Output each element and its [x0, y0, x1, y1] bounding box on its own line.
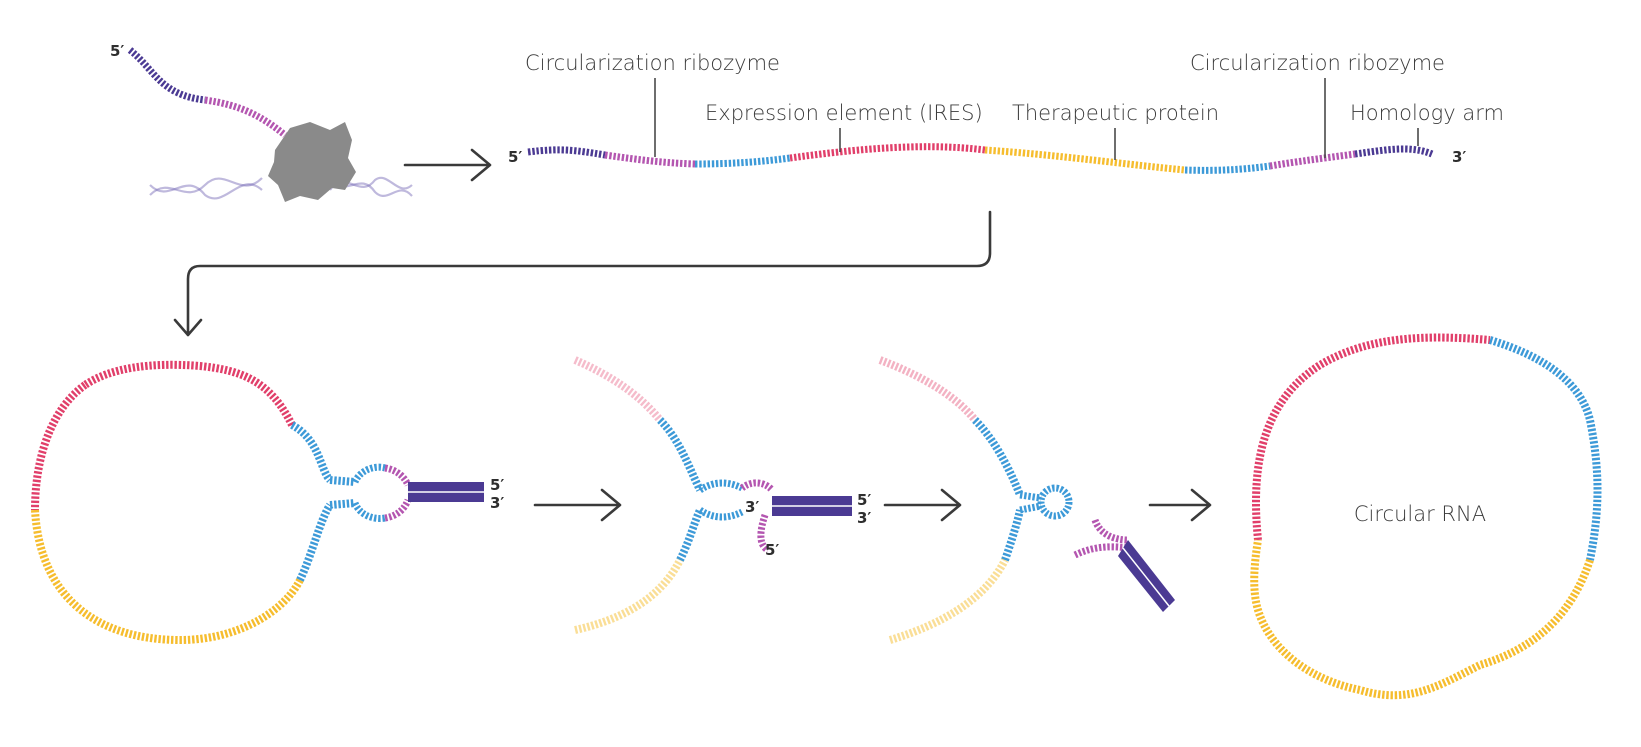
- arrow-icon: [533, 488, 622, 522]
- three-prime-label: 3′: [857, 509, 871, 527]
- rna-polymerase-icon: [268, 122, 356, 202]
- cleavage-step-2: [878, 356, 1212, 644]
- five-prime-label: 5′: [857, 491, 871, 509]
- three-prime-label: 3′: [1452, 148, 1466, 166]
- label-circular-rna: Circular RNA: [1354, 502, 1486, 526]
- five-prime-label: 5′: [110, 42, 124, 60]
- transcription-panel: 5′: [110, 42, 492, 202]
- five-prime-label: 5′: [508, 148, 522, 166]
- nascent-rna-ribozyme: [204, 96, 288, 138]
- label-homology-arm: Homology arm: [1350, 101, 1504, 125]
- arrow-icon: [403, 148, 492, 182]
- cleavage-step-1: 3′ 5′ 5′ 3′: [573, 356, 962, 634]
- circular-rna: Circular RNA: [1250, 333, 1602, 700]
- three-prime-label: 3′: [745, 498, 759, 516]
- connector-arrow-icon: [173, 210, 992, 337]
- arrow-icon: [883, 488, 962, 522]
- label-circularization-ribozyme-left: Circularization ribozyme: [525, 51, 780, 75]
- label-circularization-ribozyme-right: Circularization ribozyme: [1190, 51, 1445, 75]
- folded-precursor: 5′ 3′: [31, 360, 622, 645]
- nascent-rna-homology: [127, 47, 206, 104]
- linear-precursor: 5′ 3′ Circularization ribozyme Expressio…: [508, 51, 1504, 174]
- label-expression-element: Expression element (IRES): [705, 101, 983, 125]
- five-prime-label: 5′: [490, 476, 504, 494]
- three-prime-label: 3′: [490, 494, 504, 512]
- five-prime-label: 5′: [765, 541, 779, 559]
- label-therapeutic-protein: Therapeutic protein: [1012, 101, 1219, 125]
- arrow-icon: [1148, 488, 1212, 522]
